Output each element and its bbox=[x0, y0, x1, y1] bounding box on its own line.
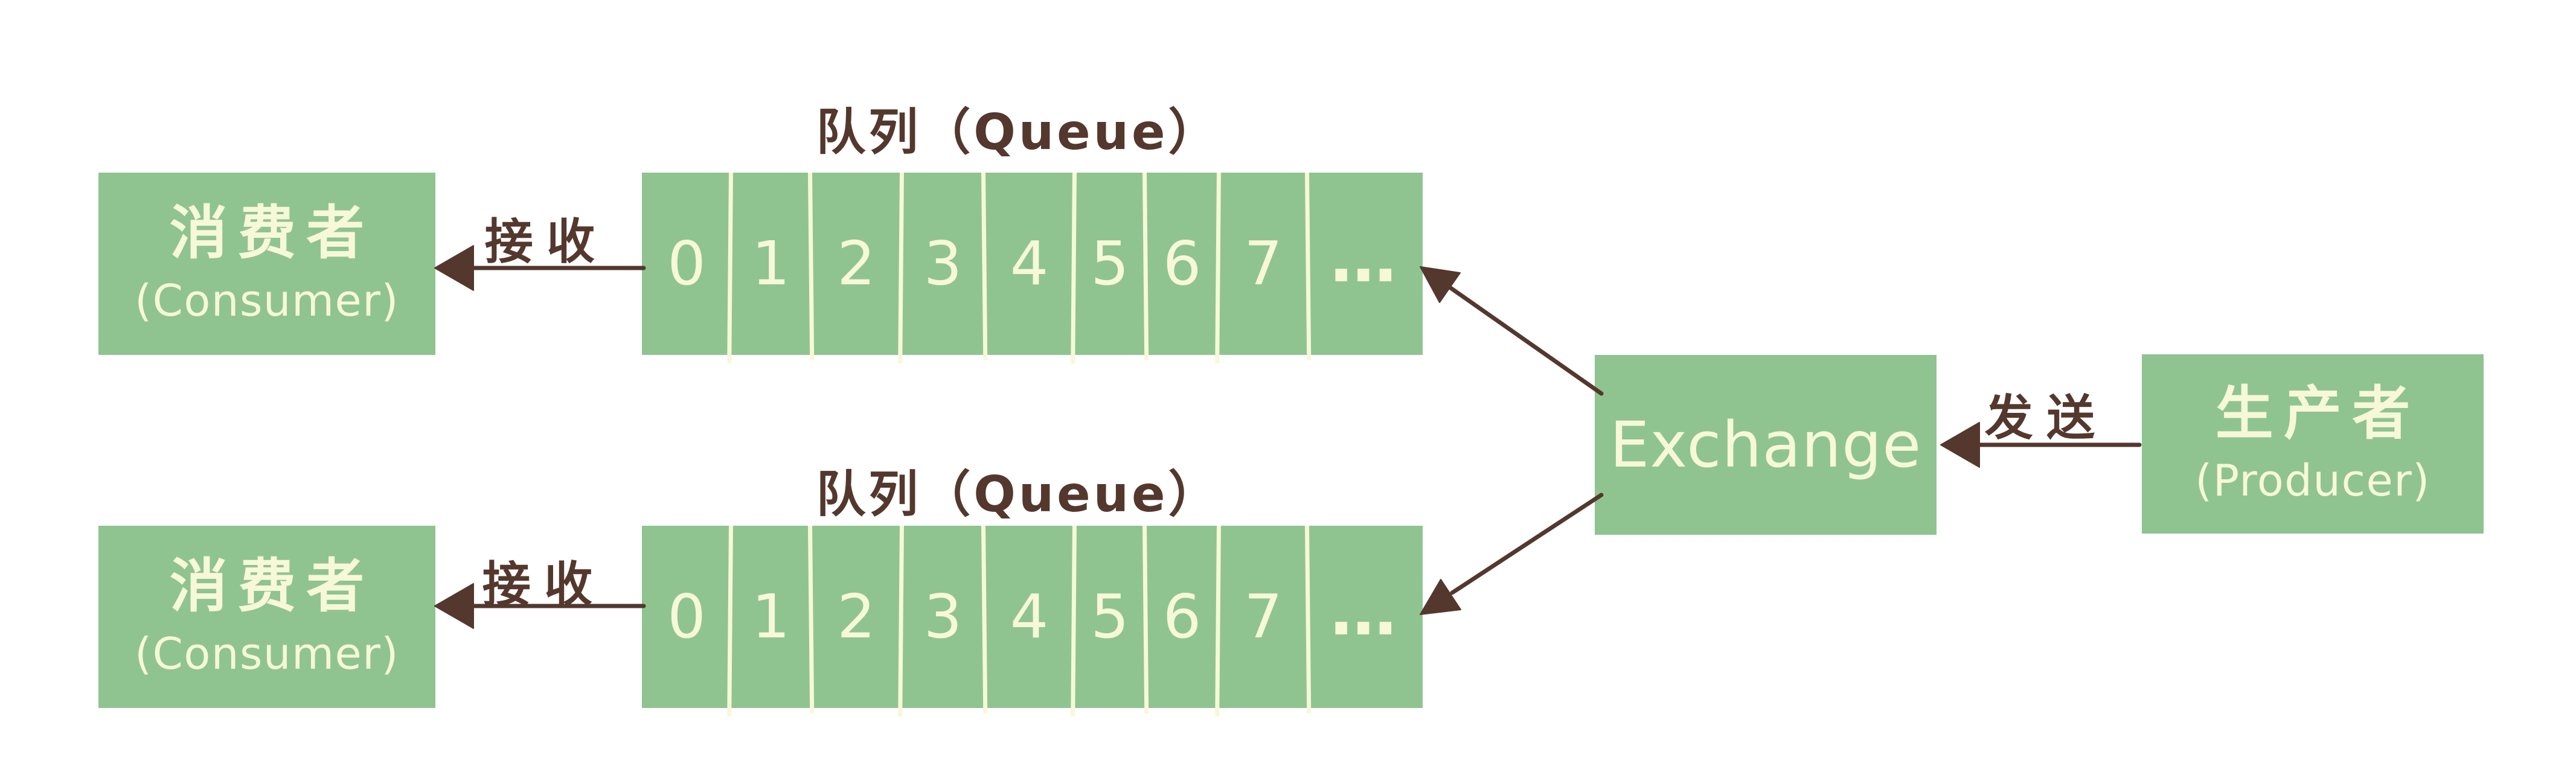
queue-top-cell-6: 6 bbox=[1145, 173, 1219, 355]
queue-bottom-cell-7: 7 bbox=[1219, 526, 1307, 708]
queue-bottom-title: 队列（Queue） bbox=[816, 466, 1221, 523]
queue-top-cell-0: 0 bbox=[642, 173, 731, 355]
exchange-to-queue-bottom-arrow-head bbox=[1420, 579, 1461, 615]
receive-top-label: 接收 bbox=[484, 214, 609, 270]
queue-top-title: 队列（Queue） bbox=[816, 104, 1221, 161]
queue-top-cell-3: 3 bbox=[902, 173, 984, 355]
exchange-to-queue-bottom-arrow-line bbox=[1450, 493, 1604, 595]
producer-subtitle: (Producer) bbox=[2195, 455, 2430, 506]
queue-top-cell-1: 1 bbox=[731, 173, 810, 355]
queue-bottom-cell-4: 4 bbox=[984, 526, 1075, 708]
queue-bottom-cell-more: … bbox=[1330, 573, 1400, 650]
queue-top-cell-7: 7 bbox=[1219, 173, 1307, 355]
receive-bottom-label: 接收 bbox=[482, 557, 606, 613]
queue-bottom-cell-1: 1 bbox=[731, 526, 810, 708]
queue-bottom-cell-2: 2 bbox=[810, 526, 902, 708]
queue-bottom-cell-3: 3 bbox=[902, 526, 984, 708]
queue-top-cell-5: 5 bbox=[1075, 173, 1145, 355]
exchange-label: Exchange bbox=[1609, 408, 1922, 482]
producer-box: 生产者 (Producer) bbox=[2142, 354, 2484, 534]
queue-bottom-cell-5: 5 bbox=[1075, 526, 1145, 708]
consumer-top-box: 消费者 (Consumer) bbox=[98, 173, 435, 355]
consumer-top-subtitle: (Consumer) bbox=[135, 275, 399, 326]
queue-top-cell-4: 4 bbox=[984, 173, 1075, 355]
queue-bottom-cell-6: 6 bbox=[1145, 526, 1219, 708]
send-label: 发送 bbox=[1984, 390, 2109, 446]
consumer-bottom-subtitle: (Consumer) bbox=[135, 628, 399, 679]
queue-bottom-cell-0: 0 bbox=[642, 526, 731, 708]
exchange-to-queue-top-arrow-line bbox=[1446, 284, 1604, 396]
consumer-top-title: 消费者 bbox=[169, 199, 375, 267]
exchange-to-queue-top-arrow-head bbox=[1420, 266, 1461, 303]
exchange-box: Exchange bbox=[1595, 355, 1937, 535]
consumer-bottom-box: 消费者 (Consumer) bbox=[98, 526, 435, 708]
queue-top-cell-more: … bbox=[1330, 220, 1400, 297]
consumer-bottom-title: 消费者 bbox=[169, 552, 375, 620]
producer-title: 生产者 bbox=[2215, 379, 2421, 447]
queue-top: 0 1 2 3 4 5 6 7 … bbox=[642, 173, 1423, 355]
queue-bottom: 0 1 2 3 4 5 6 7 … bbox=[642, 526, 1423, 708]
queue-top-cell-2: 2 bbox=[810, 173, 902, 355]
